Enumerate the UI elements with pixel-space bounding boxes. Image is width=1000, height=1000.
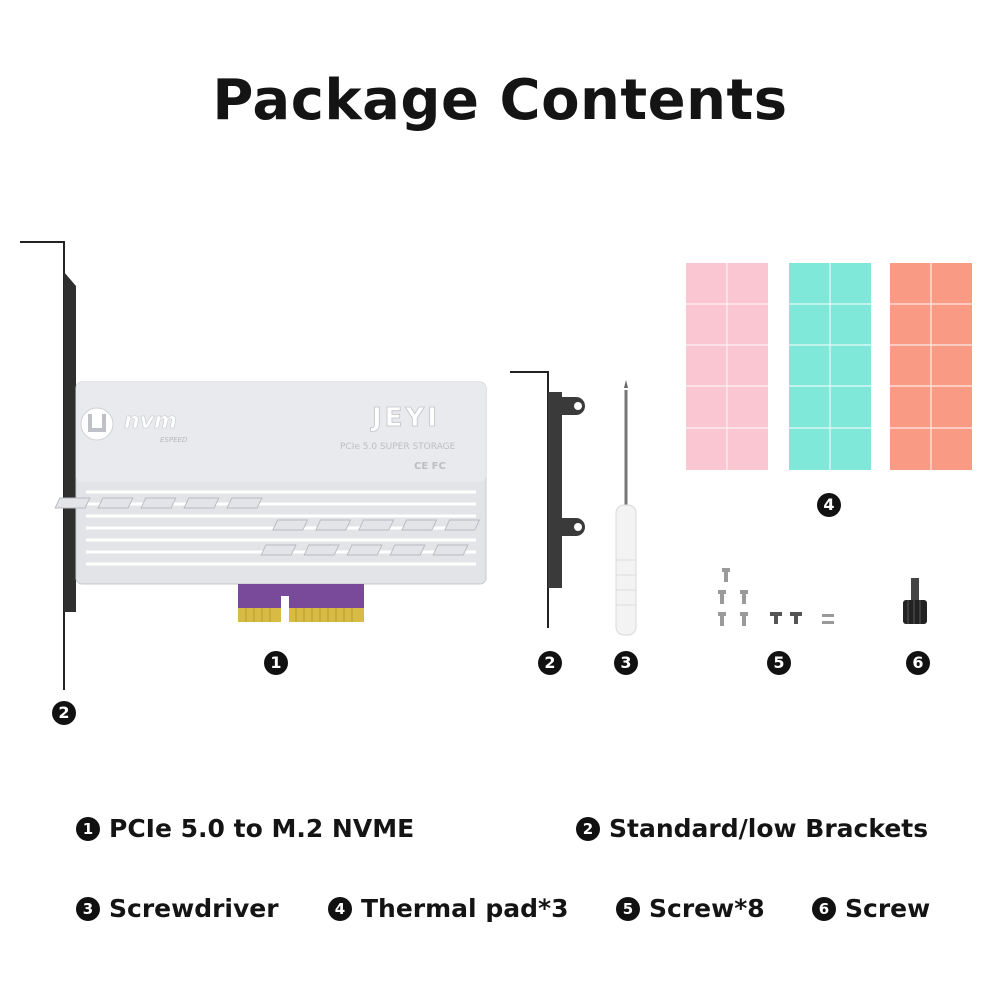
legend-label: PCIe 5.0 to M.2 NVME: [109, 814, 415, 843]
legend-number: 5: [616, 896, 640, 921]
legend-item-3: 3 Screwdriver: [76, 894, 279, 923]
legend-label: Standard/low Brackets: [609, 814, 929, 843]
cert-marks: CE FC: [414, 461, 446, 472]
marker-bracket-standard: 2: [52, 701, 76, 725]
legend-item-1: 1 PCIe 5.0 to M.2 NVME: [76, 814, 414, 843]
thermal-pad-pink: [686, 263, 768, 470]
thermal-pad-salmon: [890, 263, 972, 470]
pcie-card: nvm ESPEED JEYI PCIe 5.0 SUPER STORAGE C…: [54, 381, 487, 624]
legend-label: Screw*8: [649, 894, 765, 923]
marker-bracket-low: 2: [538, 651, 562, 675]
legend-item-6: 6 Screw: [812, 894, 930, 923]
thermal-pad-teal: [789, 263, 871, 470]
standard-bracket: [20, 241, 76, 690]
legend-item-2: 2 Standard/low Brackets: [576, 814, 928, 843]
legend-number: 3: [76, 896, 100, 921]
legend-number: 2: [576, 816, 600, 841]
logo-text: nvm: [124, 409, 177, 434]
legend-number: 4: [328, 896, 352, 921]
legend-label: Thermal pad*3: [361, 894, 569, 923]
nvm-logo-icon: [80, 407, 114, 441]
legend-label: Screwdriver: [109, 894, 279, 923]
marker-screwdriver: 3: [614, 651, 638, 675]
legend-item-4: 4 Thermal pad*3: [328, 894, 568, 923]
legend-label: Screw: [845, 894, 931, 923]
brand-logo: JEYI: [370, 403, 440, 433]
model-text: PCIe 5.0 SUPER STORAGE: [340, 442, 456, 452]
thermal-pads: [686, 263, 972, 470]
legend-item-5: 5 Screw*8: [616, 894, 765, 923]
legend-number: 1: [76, 816, 100, 841]
marker-screws-small: 5: [767, 651, 791, 675]
page-title: Package Contents: [212, 68, 788, 133]
logo-subtext: ESPEED: [160, 436, 188, 444]
low-profile-bracket: [510, 371, 585, 628]
marker-thermal-pads: 4: [817, 493, 841, 517]
thumb-screw: [903, 578, 927, 624]
marker-screw-thumb: 6: [906, 651, 930, 675]
marker-card: 1: [264, 651, 288, 675]
screwdriver: [615, 380, 637, 636]
legend-number: 6: [812, 896, 836, 921]
small-screws: [718, 568, 834, 626]
